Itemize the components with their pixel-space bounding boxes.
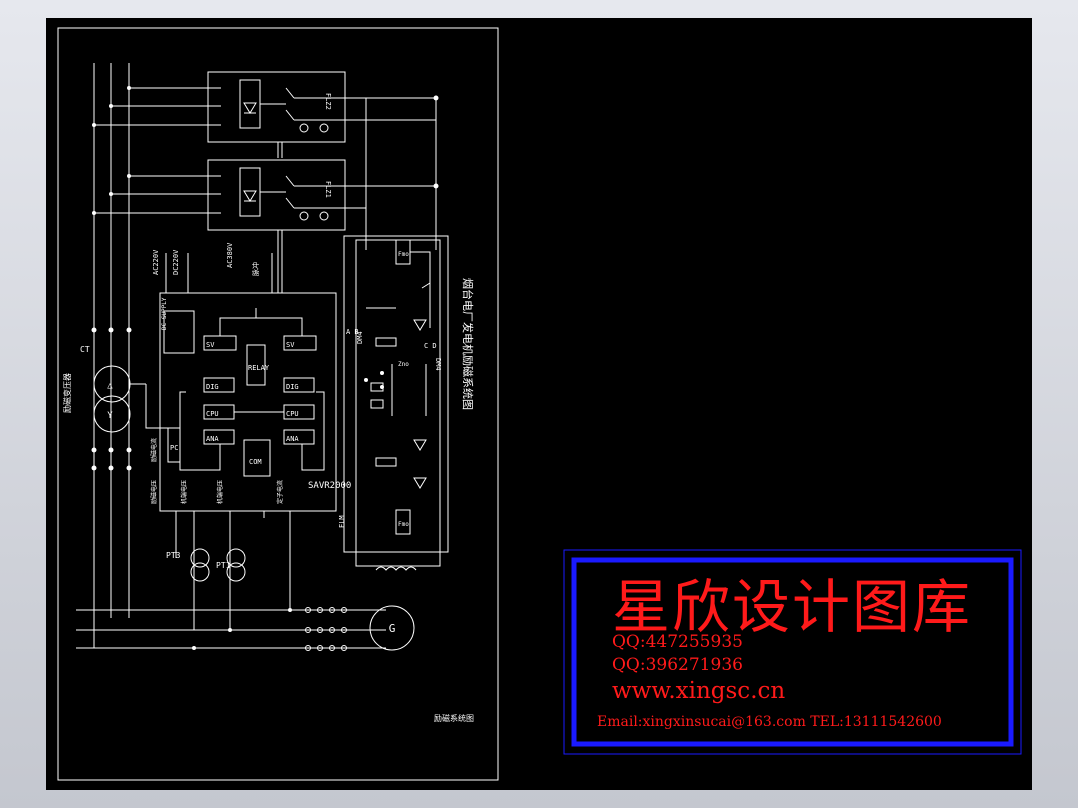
q5-label: 励磁电流 [150,438,158,462]
supply-label: DC SUPPLY [161,297,168,330]
watermark-qq1: QQ:447255935 [612,632,743,652]
cpu-right-label: CPU [286,410,299,418]
sv-left-label: SV [206,341,215,349]
savr2000-box [159,292,337,512]
watermark-outer-frame [563,549,1022,755]
generator-circle [369,605,415,651]
transformer-delta-label: △ [107,381,113,391]
cd-label: C D [424,342,437,350]
dig-left-label: DIG [206,383,219,391]
cpu-left-label: CPU [206,410,219,418]
zno-label: Zno [398,361,409,368]
fmo-bottom-label: Fmo [398,521,409,528]
cad-drawing-canvas: CT △ Y PT3 PT1 G SAVR2000 RELAY COM PC S… [46,18,1032,790]
transformer-label: 励磁变压器 [62,373,72,413]
ana-right-label: ANA [286,435,299,443]
dig-right-label: DIG [286,383,299,391]
dc220-label: DC220V [172,249,180,275]
fmo-top-label: Fmo [398,251,409,258]
q4-label: 定子电流 [276,480,284,504]
sv-right-label: SV [286,341,295,349]
dm4-right-label: DM4 [434,358,442,371]
diagram-title: 烟台电厂发电机励磁系统图 [461,278,475,410]
flz2-block [207,71,346,143]
savr-label: SAVR2000 [308,481,351,491]
com-label: COM [249,458,262,466]
watermark-inner-frame [571,557,1014,747]
ac220-label: AC220V [152,249,160,275]
generator-label: G [389,622,396,635]
transformer-y-label: Y [107,411,113,421]
flz1-label: FLZ1 [324,181,332,198]
watermark-title: 星欣设计图库 [612,573,973,641]
ab-label: A B [346,328,359,336]
footer-label: 励磁系统图 [434,713,474,723]
q2-label: 机端电压 [180,480,188,504]
relay-label: RELAY [248,364,270,372]
q1-label: 励磁电压 [150,480,158,504]
pulse-label: 脉冲 [251,262,260,276]
watermark-qq2: QQ:396271936 [612,655,743,675]
flz1-block [207,159,346,231]
q3-label: 机端电压 [216,480,224,504]
pt1-label: PT1 [216,561,231,570]
drawing-border [57,27,499,781]
ac380-label: AC380V [226,242,234,268]
schematic-svg: CT △ Y PT3 PT1 G SAVR2000 RELAY COM PC S… [57,27,1022,781]
flz2-label: FLZ2 [324,93,332,110]
ana-left-label: ANA [206,435,219,443]
ct-label: CT [80,345,90,354]
watermark-website[interactable]: www.xingsc.cn [612,678,786,704]
watermark-contact: Email:xingxinsucai@163.com TEL:131115426… [597,714,942,730]
dm4-left-label: DM4 [356,331,364,344]
flm-label: FLM [338,515,346,528]
pt3-label: PT3 [166,551,181,560]
pc-label: PC [170,444,178,452]
flm-panel [343,235,449,553]
